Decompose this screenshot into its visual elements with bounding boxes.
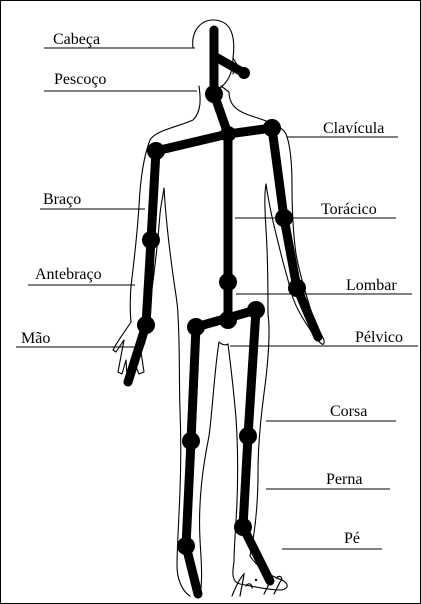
label-pe: Pé [344,530,360,547]
joint-thorax-top [220,126,236,142]
label-braco: Braço [43,191,81,208]
skeleton-bones [128,30,318,594]
body-part-labels: Cabeça Pescoço Clavícula Braço Torácico … [21,31,403,547]
joint-neck [205,85,223,103]
joint-left-knee [182,432,200,450]
joint-left-ankle [177,537,195,555]
joint-right-knee [239,427,257,445]
joint-left-hip [187,318,205,336]
label-perna: Perna [326,471,362,488]
joint-right-shoulder [263,119,281,137]
skeleton-joints [137,67,306,555]
label-mao: Mão [21,330,50,347]
label-antebraco: Antebraço [35,266,102,283]
label-pelvico: Pélvico [355,329,403,346]
joint-left-elbow [142,231,160,249]
joint-left-wrist [137,316,155,334]
joint-right-ankle [234,518,252,536]
label-toracico: Torácico [321,201,377,218]
joint-pelvis [219,311,237,329]
joint-lumbar [219,273,237,291]
joint-head [238,67,250,79]
joint-right-hip [247,301,265,319]
label-pescoco: Pescoço [54,71,106,88]
label-cabeca: Cabeça [53,31,100,48]
label-lombar: Lombar [346,277,397,294]
label-clavicula: Clavícula [323,120,384,137]
label-corsa: Corsa [330,403,367,420]
joint-left-shoulder [147,142,165,160]
